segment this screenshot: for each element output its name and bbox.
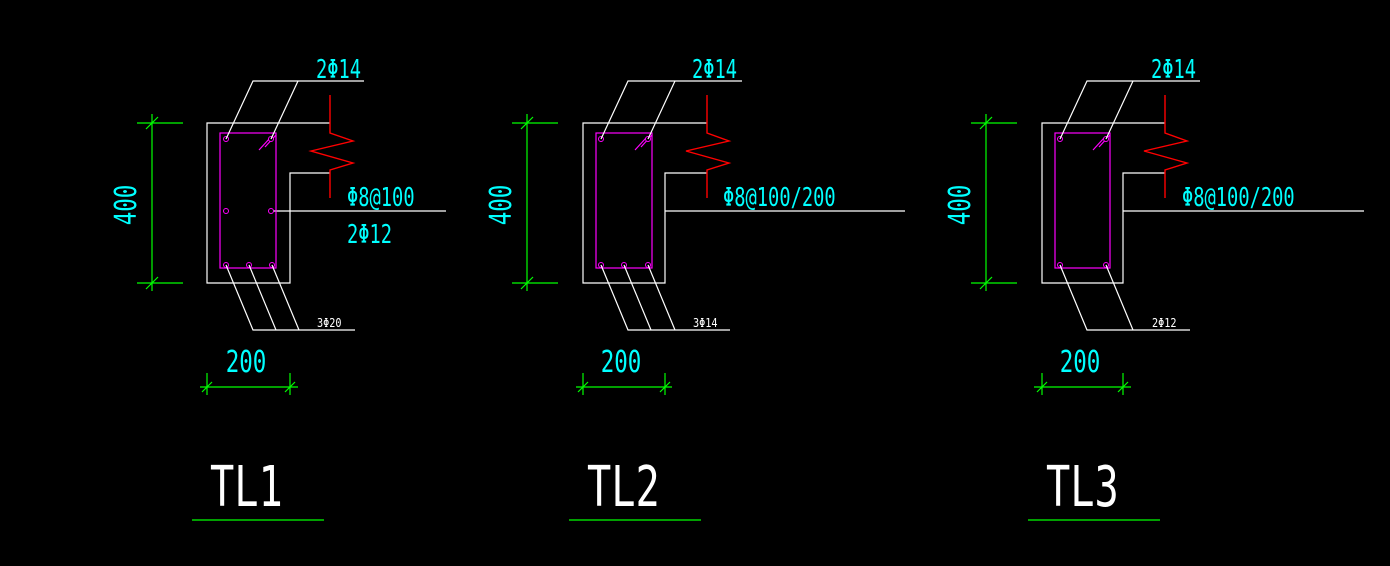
section-title-tl3: TL3 (1046, 454, 1119, 519)
section-title-tl1: TL1 (210, 454, 283, 519)
height-dim-label-tl1: 400 (109, 185, 144, 226)
height-dimension-tl1 (137, 114, 183, 291)
width-dim-label-tl1: 200 (226, 345, 267, 380)
height-dimension-tl3 (971, 114, 1017, 291)
rebars-tl2 (598, 136, 651, 268)
break-line-tl3 (1143, 95, 1190, 198)
bottom-bar-label-tl2: 3Φ14 (693, 316, 718, 330)
middle-bar-label-tl1: 2Φ12 (347, 220, 392, 250)
break-line-tl2 (685, 95, 732, 198)
stirrup-label-tl1: Φ8@100 (347, 183, 415, 213)
bottom-bar-label-tl3: 2Φ12 (1152, 316, 1177, 330)
top-bar-label-tl3: 2Φ14 (1151, 55, 1196, 85)
width-dim-label-tl3: 200 (1060, 345, 1101, 380)
rebars-tl3 (1057, 136, 1109, 268)
top-leader-tl1 (225, 80, 364, 140)
bottom-leader-tl3 (1059, 264, 1190, 331)
beam-outline-tl2 (582, 122, 707, 284)
bottom-bar-label-tl1: 3Φ20 (317, 316, 342, 330)
stirrup-tl2 (595, 132, 653, 269)
top-bar-label-tl2: 2Φ14 (692, 55, 737, 85)
width-dim-label-tl2: 200 (601, 345, 642, 380)
height-dim-label-tl3: 400 (943, 185, 978, 226)
stirrup-label-tl3: Φ8@100/200 (1182, 183, 1295, 213)
stirrup-label-tl2: Φ8@100/200 (723, 183, 836, 213)
break-line-tl1 (308, 95, 356, 198)
top-leader-tl2 (600, 80, 742, 140)
rebars-tl1 (223, 136, 275, 268)
section-tl2: 400 2Φ14 3Φ14 Φ8@100/200 200 (484, 55, 905, 521)
bottom-leader-tl1 (225, 264, 355, 331)
top-leader-tl3 (1059, 80, 1200, 140)
width-dimension-tl2 (576, 373, 672, 395)
stirrup-tl3 (1054, 132, 1111, 269)
bottom-leader-tl2 (600, 264, 730, 331)
height-dimension-tl2 (512, 114, 558, 291)
section-title-tl2: TL2 (587, 454, 660, 519)
section-tl1: 400 2Φ14 3Φ20 Φ8@100 2Φ (109, 55, 446, 521)
width-dimension-tl3 (1034, 373, 1131, 395)
beam-outline-tl1 (206, 122, 330, 284)
beam-outline-tl3 (1041, 122, 1165, 284)
section-tl3: 400 2Φ14 2Φ12 Φ8@100/200 200 TL3 (943, 55, 1364, 521)
height-dim-label-tl2: 400 (484, 185, 519, 226)
top-bar-label-tl1: 2Φ14 (316, 55, 361, 85)
width-dimension-tl1 (200, 373, 298, 395)
stirrup-tl1 (219, 132, 277, 269)
